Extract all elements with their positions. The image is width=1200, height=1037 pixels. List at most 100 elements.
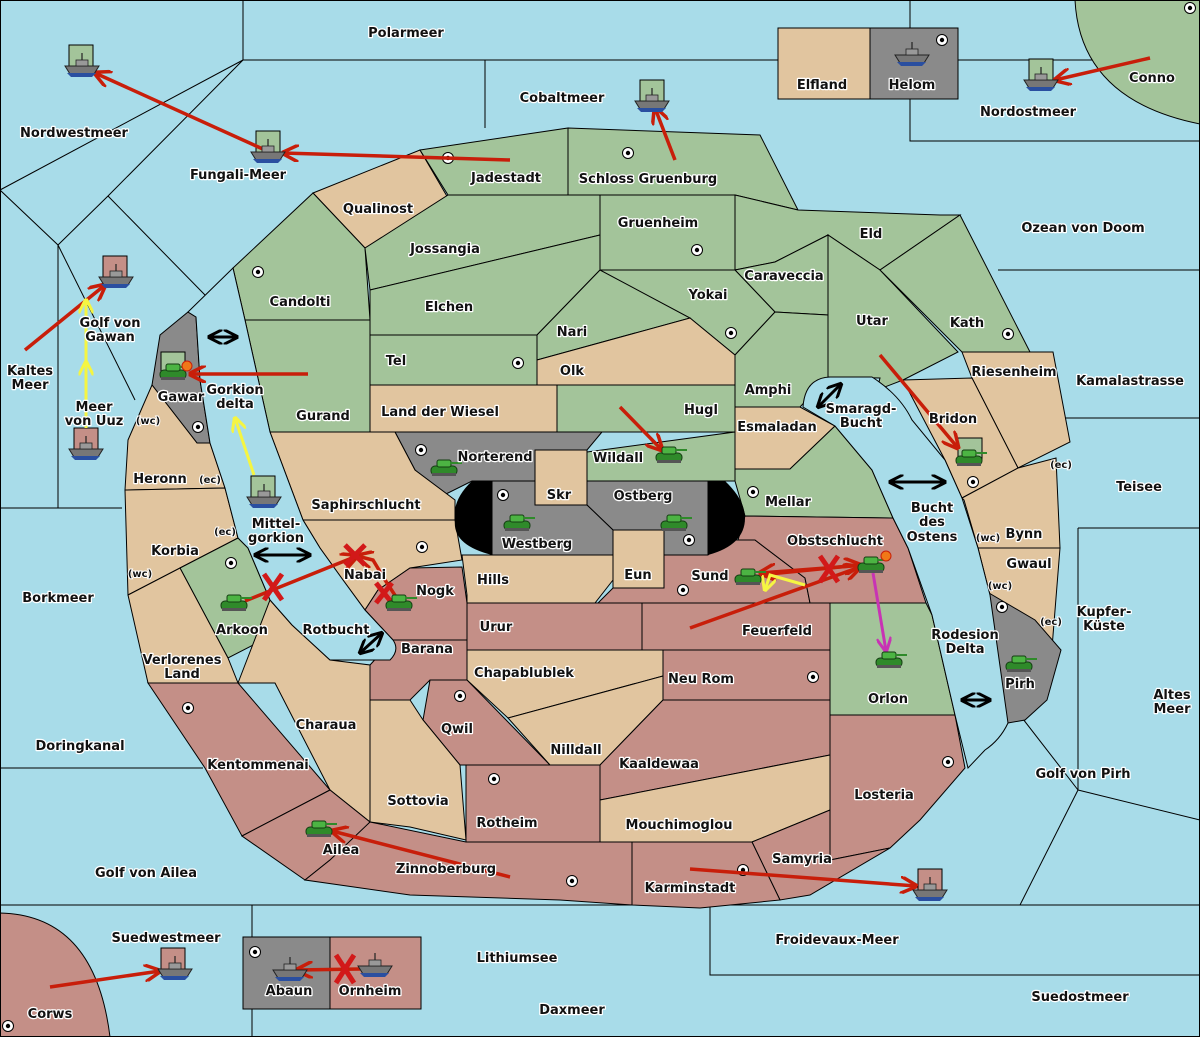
label: Kaltes [7, 364, 53, 379]
order-arrow [655, 108, 677, 161]
supply-center-icon [416, 541, 428, 553]
label: Conno [1129, 71, 1175, 86]
supply-center-icon [622, 147, 634, 159]
label: Gawar [158, 390, 205, 405]
label: Jadestadt [470, 171, 541, 186]
coast-markers: (wc) (ec) (ec) (wc) (ec) (wc) (wc) (ec) [127, 415, 1073, 629]
label: Altes [1153, 688, 1191, 703]
label: Gwaul [1006, 557, 1051, 572]
label: Bucht [911, 501, 953, 516]
label: Bridon [929, 412, 977, 427]
label: Caraveccia [744, 269, 823, 284]
label: Qualinost [343, 202, 413, 217]
order-arrow [760, 565, 866, 573]
label: Saphirschlucht [311, 498, 420, 513]
continent [124, 127, 1071, 909]
label: Ostberg [614, 489, 673, 504]
failed-x-icon [333, 953, 357, 985]
label: Cobaltmeer [520, 91, 605, 106]
label: delta [216, 397, 254, 412]
label: Skr [547, 488, 572, 503]
region-karminstadt[interactable] [631, 841, 781, 909]
label: Meer [1154, 702, 1192, 717]
label: Riesenheim [971, 365, 1056, 380]
supply-center-icon [454, 690, 466, 702]
label: Abaun [266, 984, 313, 999]
label: Losteria [854, 788, 914, 803]
support-line [765, 573, 806, 590]
supply-center-icon [1002, 328, 1014, 340]
label: Lithiumsee [477, 951, 558, 966]
label: Mellar [765, 495, 811, 510]
supply-center-icon [249, 946, 261, 958]
label: Elchen [425, 300, 473, 315]
label: Polarmeer [368, 26, 444, 41]
label: Olk [560, 364, 585, 379]
order-arrow [283, 153, 511, 160]
region-gruenheim[interactable] [599, 194, 736, 271]
label: Bynn [1006, 527, 1043, 542]
label: Korbia [151, 544, 199, 559]
order-arrow [332, 831, 511, 879]
label: Gawan [85, 330, 134, 345]
label: Sottovia [387, 794, 448, 809]
label: des [919, 515, 945, 530]
support-orders [86, 300, 806, 590]
label: Westberg [502, 537, 572, 552]
label: Sund [691, 569, 728, 584]
supply-center-icon [942, 756, 954, 768]
label: Hills [477, 573, 509, 588]
label: Rotheim [476, 816, 537, 831]
supply-center-icon [747, 486, 759, 498]
label: Gorkion [206, 383, 263, 398]
label: Ostens [907, 530, 958, 545]
region-riesenheim[interactable] [961, 351, 1071, 469]
label: Neu Rom [668, 672, 734, 687]
supply-center-icon [566, 875, 578, 887]
label: Golf von Pirh [1035, 767, 1130, 782]
supply-center-icon [225, 557, 237, 569]
label: Meer [76, 400, 114, 415]
supply-center-icon [683, 534, 695, 546]
region-labels: Polarmeer Cobaltmeer Nordwestmeer Fungal… [6, 25, 1193, 1024]
sea-gorkion[interactable] [187, 267, 397, 661]
supply-center-icon [488, 773, 500, 785]
label: Suedostmeer [1031, 990, 1129, 1005]
explosion-icon [880, 550, 892, 562]
supply-center-icon [415, 444, 427, 456]
supply-center-icon [725, 327, 737, 339]
units [64, 41, 1059, 982]
label: Daxmeer [539, 1003, 605, 1018]
label: Elfland [797, 78, 847, 93]
order-arrow [1055, 56, 1151, 80]
region-sottovia[interactable] [369, 699, 467, 841]
label: Golf von Ailea [95, 866, 197, 881]
label: Zinnoberburg [396, 862, 496, 877]
region-verlorenes-land[interactable] [127, 567, 239, 684]
supply-center-icon [677, 584, 689, 596]
bidir-arrow-icon [360, 633, 382, 653]
label: Wildall [593, 451, 643, 466]
label: Schloss Gruenburg [579, 172, 717, 187]
supply-center-icon [1184, 2, 1196, 14]
label: Rotbucht [303, 623, 370, 638]
sea-smaragd-bucht[interactable] [802, 376, 1009, 770]
label: Nabai [344, 568, 386, 583]
order-arrow [618, 405, 662, 450]
region-elfland[interactable] [777, 27, 871, 100]
supply-center-icon [967, 476, 979, 488]
label: Jossangia [409, 242, 480, 257]
label: Eld [860, 227, 883, 242]
label: Tel [386, 354, 406, 369]
label: Kentommenai [207, 758, 308, 773]
region-corws[interactable] [0, 912, 111, 1037]
label: Suedwestmeer [111, 931, 221, 946]
label: Doringkanal [35, 739, 124, 754]
order-arrow [878, 353, 958, 448]
supply-center-icon [691, 244, 703, 256]
label: Rodesion [931, 628, 998, 643]
label: Bucht [840, 416, 882, 431]
order-arrow [689, 867, 916, 886]
bidir-arrow-icon [818, 384, 841, 407]
label: Ornheim [339, 984, 402, 999]
